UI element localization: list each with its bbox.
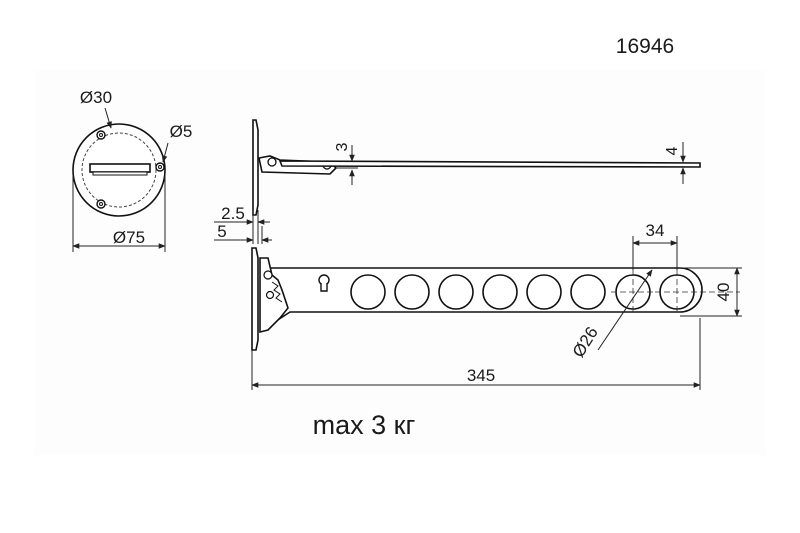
max-load-note: max 3 кг [313,410,416,440]
base-plate-front-view [72,123,166,217]
side-view-bottom [251,247,740,351]
dim-hinge-gap-label: 3 [334,142,351,151]
dim-flange-thickness-label: 2.5 [221,204,245,223]
dim-bar-thickness-label: 4 [664,146,681,155]
dim-base-offset-label: 5 [217,222,226,241]
dim-screw-hole-label: Ø5 [170,122,193,141]
dim-overall-length-label: 345 [467,366,495,385]
side-view-top [252,119,701,216]
dim-hole-pitch-label: 34 [646,221,665,240]
dim-hole-circle-label: Ø30 [80,88,112,107]
dim-bar-height-label: 40 [714,283,733,302]
dim-base-outer-label: Ø75 [113,228,145,247]
part-number: 16946 [616,35,674,58]
